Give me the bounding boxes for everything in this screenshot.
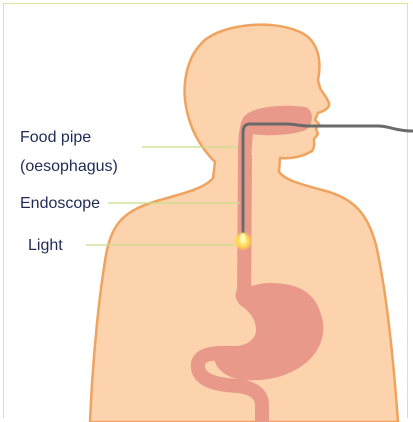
light-label: Light (28, 236, 63, 256)
light-bulb (240, 233, 246, 243)
food-pipe-label: Food pipe (20, 128, 91, 148)
oesophagus-label: (oesophagus) (20, 157, 118, 177)
endoscope-label: Endoscope (20, 194, 100, 214)
